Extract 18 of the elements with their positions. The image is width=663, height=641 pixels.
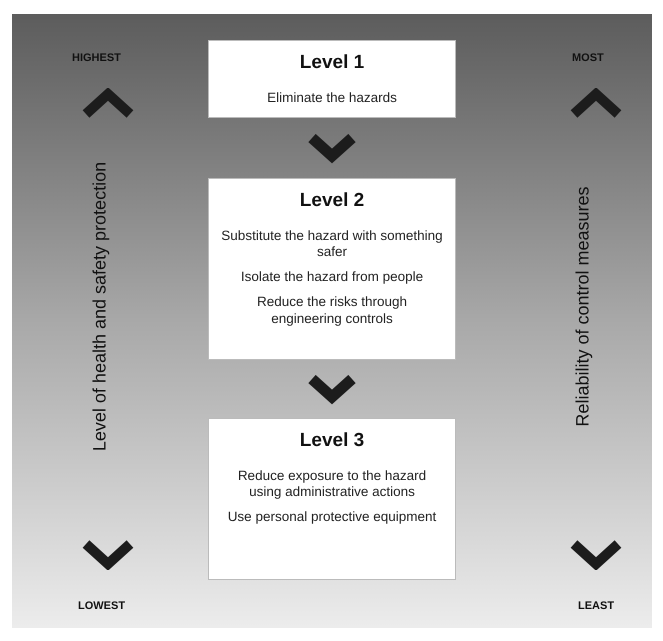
level-heading: Level 3 — [300, 429, 364, 453]
level-box — [208, 40, 456, 118]
measure-text: Use personal protective equipment — [228, 509, 436, 526]
measure-text: Isolate the hazard from people — [240, 269, 424, 286]
measure-text: Eliminate the hazards — [267, 90, 397, 106]
level-heading: Level 2 — [300, 189, 364, 213]
scale-label: LOWEST — [78, 599, 126, 614]
measure-text: Reduce the risks through engineering controls — [256, 294, 408, 328]
axis-label: Level of health and safety protection — [88, 160, 110, 454]
level-box — [208, 178, 456, 360]
level-box — [208, 418, 456, 580]
level-heading: Level 1 — [300, 51, 364, 75]
scale-label: HIGHEST — [72, 51, 121, 66]
axis-label: Reliability of control measures — [572, 185, 594, 429]
measure-text: Substitute the hazard with something safer — [221, 228, 443, 262]
scale-label: MOST — [572, 51, 604, 66]
scale-label: LEAST — [578, 599, 614, 614]
measure-text: Reduce exposure to the hazard using administrative actions — [236, 468, 428, 502]
